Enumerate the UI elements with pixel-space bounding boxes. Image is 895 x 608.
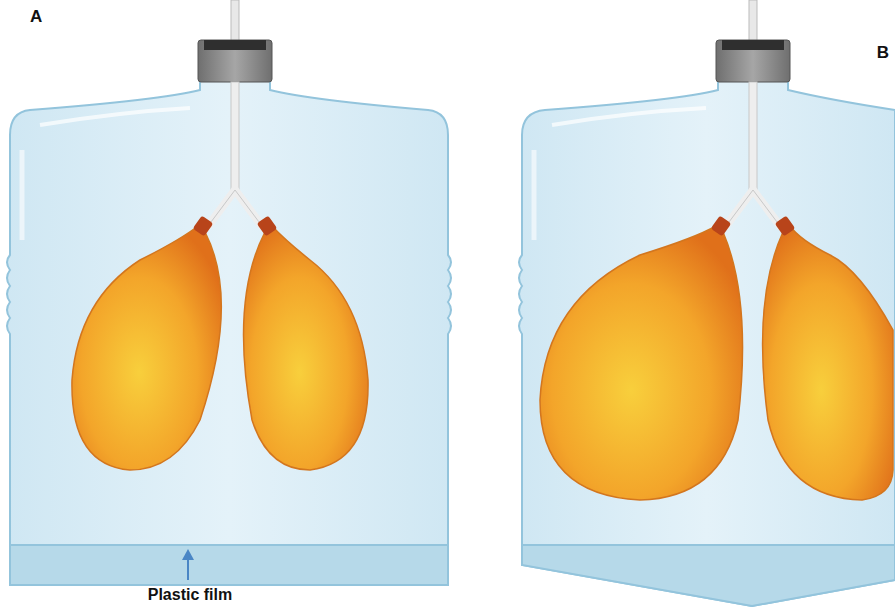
part-label: Plastic film — [148, 587, 232, 603]
panel-letter: A — [30, 8, 42, 25]
panel-letter: B — [877, 44, 889, 61]
model-b — [519, 0, 895, 606]
model-a — [7, 0, 451, 585]
